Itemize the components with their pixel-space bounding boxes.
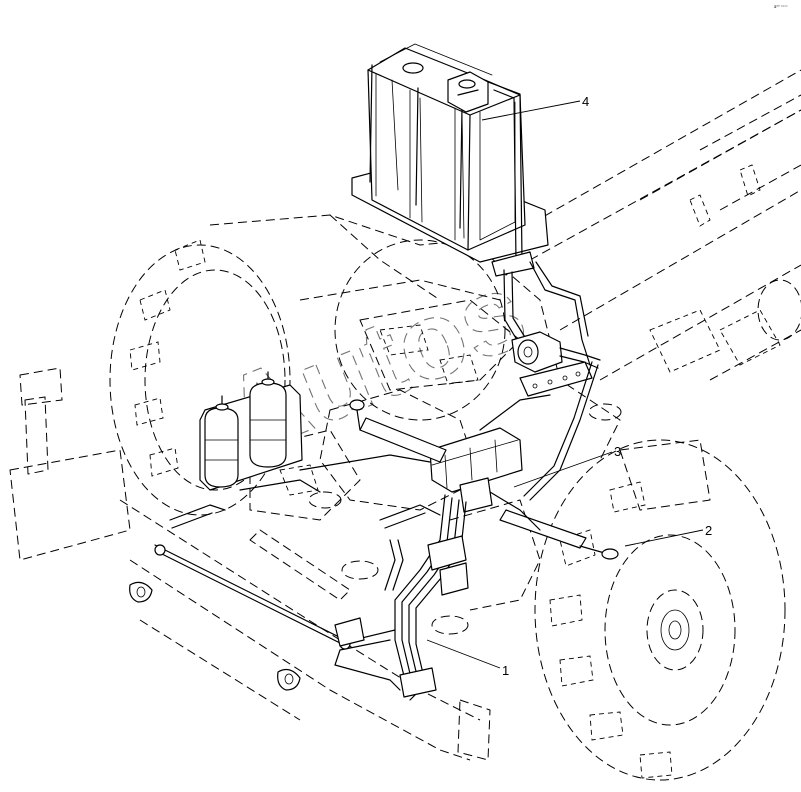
callout-1-label: 1 (502, 663, 509, 678)
tractor-outline-dashed (9, 69, 801, 781)
oil-filter-assembly (199, 371, 303, 491)
hydraulic-pump (511, 331, 601, 373)
control-valve-block (429, 361, 593, 513)
steering-cylinder (349, 399, 619, 560)
callout-2: 2 (624, 523, 712, 547)
callout-3-label: 3 (614, 444, 621, 459)
corner-code: a⁰⁰ ᵒᵒᵒᵒ (774, 4, 788, 9)
front-axle-rod (129, 504, 365, 691)
hydraulic-tube-bundle (334, 494, 469, 701)
hydraulic-tank (351, 43, 549, 277)
callout-2-label: 2 (705, 523, 712, 538)
callout-1: 1 (426, 639, 509, 678)
return-lines (239, 361, 599, 531)
suction-lines (503, 261, 591, 366)
callout-4-label: 4 (582, 94, 589, 109)
callout-4: 4 (481, 94, 589, 121)
callout-3: 3 (513, 444, 621, 488)
